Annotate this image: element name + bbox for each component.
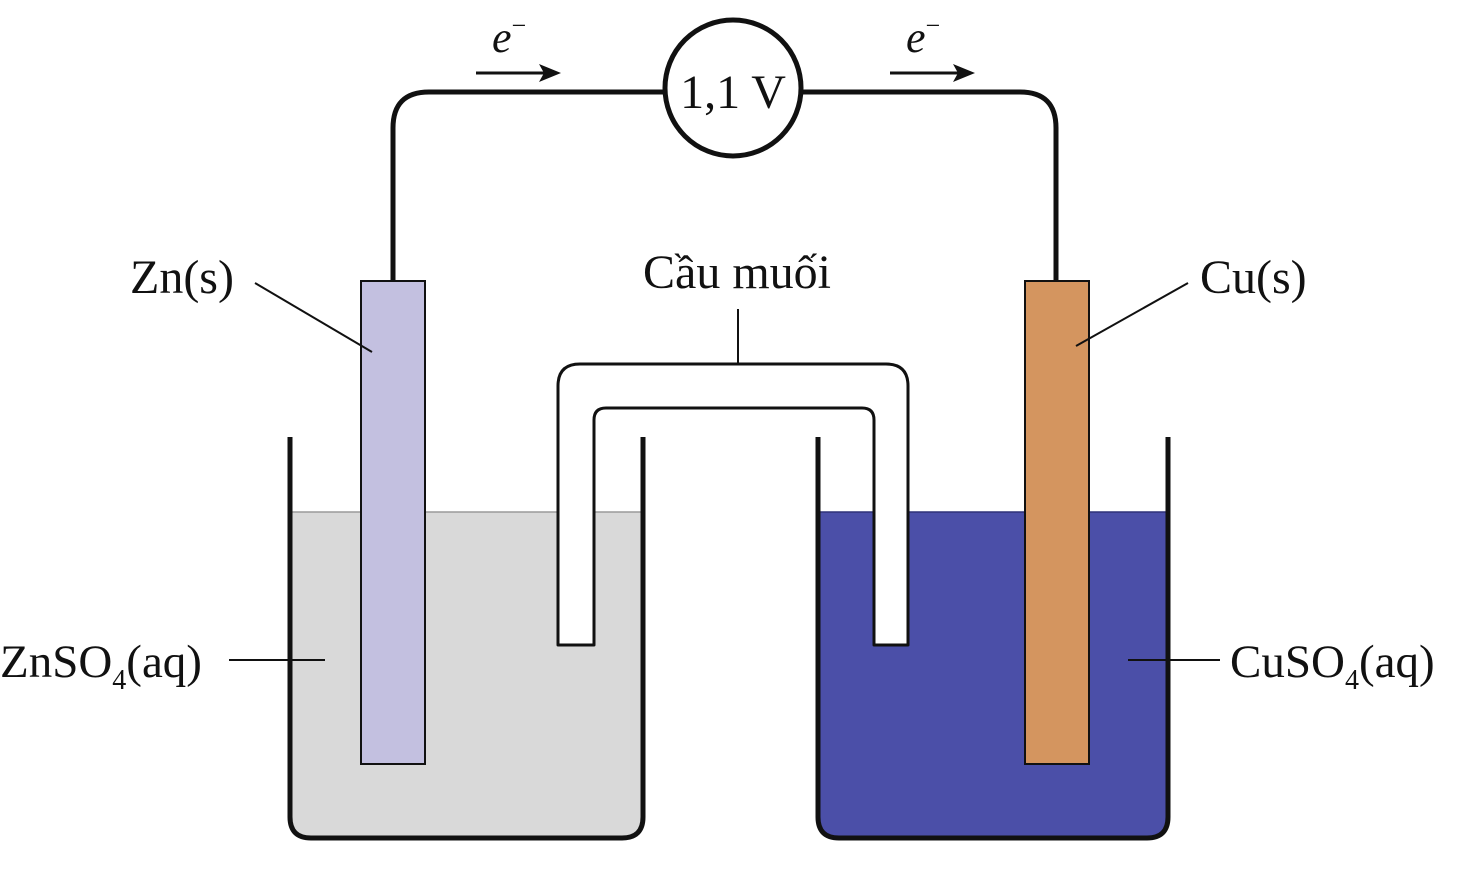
electron-flow-right: e− — [890, 11, 975, 82]
electron-flow-left: e− — [476, 11, 561, 82]
electron-symbol: e — [492, 13, 512, 62]
voltmeter-reading: 1,1 V — [680, 66, 786, 119]
zinc-sulfate-subscript: 4 — [112, 665, 126, 696]
circuit-wire-right — [800, 89, 1059, 282]
copper-electrode — [1024, 280, 1090, 765]
copper-sulfate-state: (aq) — [1359, 636, 1435, 688]
zinc-electrode — [360, 280, 426, 765]
salt-bridge — [556, 362, 910, 647]
arrow-head-left — [539, 64, 561, 82]
zinc-sulfate-label: ZnSO4(aq) — [0, 636, 202, 696]
zinc-sulfate-state: (aq) — [126, 636, 202, 688]
zinc-sulfate-formula: ZnSO — [0, 636, 112, 688]
copper-sulfate-subscript: 4 — [1345, 665, 1359, 696]
electron-symbol: e — [906, 13, 926, 62]
arrow-head-right — [953, 64, 975, 82]
circuit-wire-left — [390, 89, 666, 282]
voltmeter-circle — [662, 17, 804, 159]
svg-text:e−: e− — [906, 11, 940, 62]
zinc-electrode-label: Zn(s) — [130, 251, 234, 304]
electron-charge: − — [926, 11, 941, 40]
copper-electrode-label: Cu(s) — [1200, 251, 1307, 304]
copper-sulfate-formula: CuSO — [1230, 636, 1345, 688]
copper-electrode-leader — [1075, 282, 1189, 347]
copper-sulfate-solution — [818, 512, 1168, 838]
salt-bridge-label: Cầu muối — [643, 246, 831, 299]
right-beaker — [815, 437, 1171, 841]
electron-charge: − — [512, 11, 527, 40]
svg-text:e−: e− — [492, 11, 526, 62]
copper-sulfate-label: CuSO4(aq) — [1230, 636, 1435, 696]
left-beaker — [287, 437, 646, 841]
voltmeter: 1,1 V — [662, 17, 804, 159]
zinc-electrode-leader — [254, 282, 373, 353]
